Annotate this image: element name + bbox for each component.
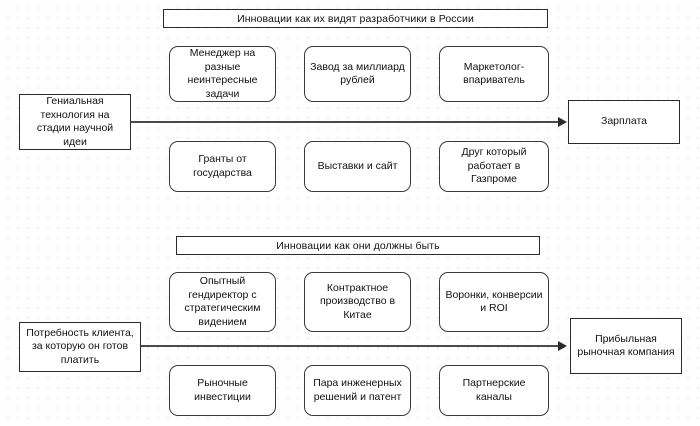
idea-box: Воронки, конверсии и ROI bbox=[439, 272, 549, 332]
idea-box: Опытный гендиректор с стратегическим вид… bbox=[169, 272, 276, 332]
idea-box: Пара инженерных решений и патент bbox=[304, 365, 411, 416]
section-title-developers: Инновации как их видят разработчики в Ро… bbox=[163, 9, 548, 28]
idea-box: Гранты от государства bbox=[169, 141, 276, 192]
destination-box-developers: Зарплата bbox=[568, 100, 680, 144]
idea-box: Друг который работает в Газпроме bbox=[439, 141, 549, 192]
idea-box: Партнерские каналы bbox=[439, 365, 549, 416]
flow-connector-developers bbox=[131, 121, 561, 123]
idea-box: Контрактное производство в Китае bbox=[304, 272, 411, 332]
idea-box: Рыночные инвестиции bbox=[169, 365, 276, 416]
source-box-ideal: Потребность клиента, за которую он готов… bbox=[19, 322, 141, 372]
flow-connector-ideal bbox=[141, 345, 561, 347]
source-box-developers: Гениальная технология на стадии научной … bbox=[19, 94, 131, 150]
idea-box: Маркетолог-впариватель bbox=[439, 46, 549, 102]
idea-box: Менеджер на разные неинтересные задачи bbox=[169, 46, 276, 102]
arrow-right-icon bbox=[558, 341, 567, 351]
idea-box: Выставки и сайт bbox=[304, 141, 411, 192]
section-title-ideal: Инновации как они должны быть bbox=[176, 236, 540, 255]
idea-box: Завод за миллиард рублей bbox=[304, 46, 411, 102]
arrow-right-icon bbox=[558, 117, 567, 127]
destination-box-ideal: Прибыльная рыночная компания bbox=[570, 318, 682, 374]
